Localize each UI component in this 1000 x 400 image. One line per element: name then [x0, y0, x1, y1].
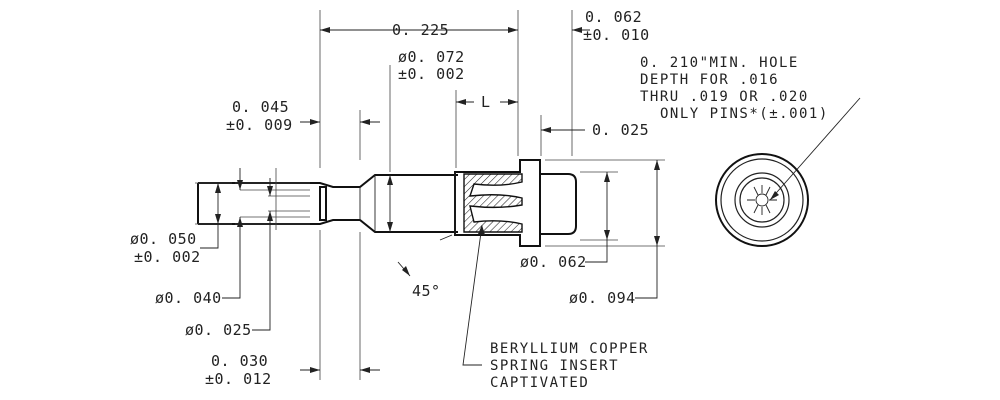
insert-note-line-1: BERYLLIUM COPPER [490, 341, 649, 357]
insert-note-line-3: CAPTIVATED [490, 375, 589, 391]
tail-length-value: 0. 045 [232, 98, 289, 116]
dimension-labels: 0. 225 0. 062 ±0. 010 ø0. 072 ±0. 002 L … [130, 8, 650, 388]
flange-dia-label: ø0. 094 [569, 289, 636, 307]
length-symbol-label: L [481, 93, 491, 111]
insert-note-line-2: SPRING INSERT [490, 358, 619, 374]
pin-side-view [197, 159, 577, 247]
tip-length-value: 0. 030 [211, 352, 268, 370]
shoulder-dia-value: ø0. 072 [398, 48, 465, 66]
spring-insert-section [463, 173, 523, 233]
cap-length-label: 0. 025 [592, 121, 649, 139]
mid-dia-label: ø0. 040 [155, 289, 222, 307]
tail-dia-value: ø0. 050 [130, 230, 197, 248]
flange-thickness-tol: ±0. 010 [583, 26, 650, 44]
tail-length-tol: ±0. 009 [226, 116, 293, 134]
hole-note-line-3: THRU .019 OR .020 [640, 89, 809, 105]
tail-dia-tol: ±0. 002 [134, 248, 201, 266]
tip-length-tol: ±0. 012 [205, 370, 272, 388]
flange-thickness-value: 0. 062 [585, 8, 642, 26]
chamfer-angle-label: 45° [412, 282, 441, 300]
notes: 0. 210"MIN. HOLE DEPTH FOR .016 THRU .01… [490, 55, 829, 391]
tip-dia-label: ø0. 025 [185, 321, 252, 339]
hole-note-line-4: ONLY PINS*(±.001) [660, 106, 829, 122]
cup-dia-label: ø0. 062 [520, 253, 587, 271]
hole-note-line-2: DEPTH FOR .016 [640, 72, 779, 88]
extension-lines [195, 10, 665, 380]
shoulder-dia-tol: ±0. 002 [398, 65, 465, 83]
overall-length-label: 0. 225 [392, 21, 449, 39]
dimension-lines [200, 27, 861, 373]
hole-note-line-1: 0. 210"MIN. HOLE [640, 55, 799, 71]
pin-end-view [715, 153, 809, 247]
